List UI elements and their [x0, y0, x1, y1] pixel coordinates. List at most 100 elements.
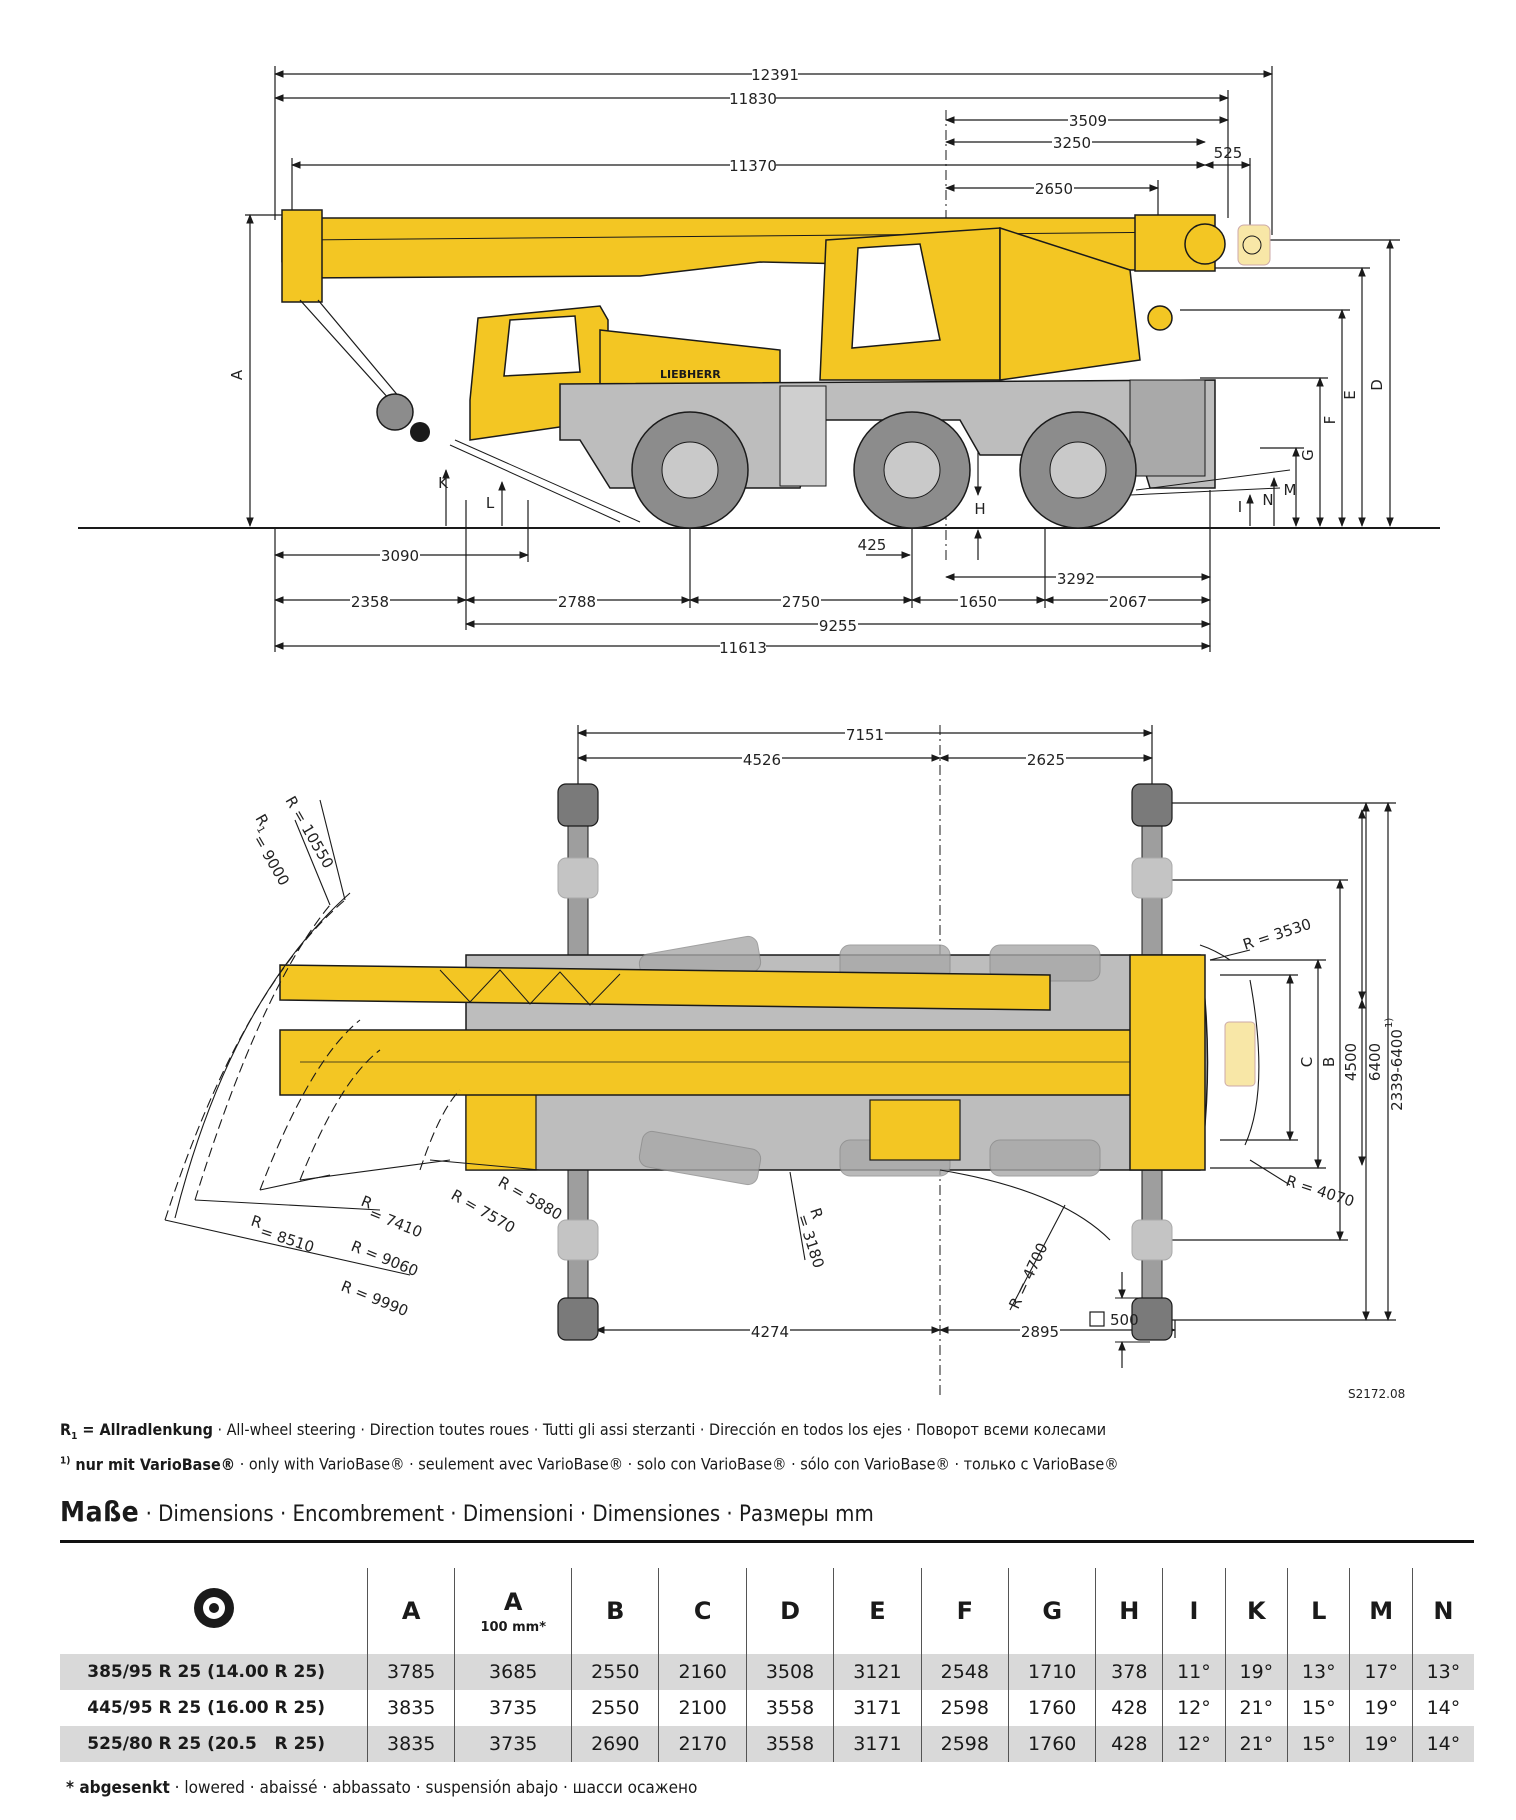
- dim-12391: 12391: [751, 66, 799, 84]
- table-row: 445/95 R 25 (16.00 R 25) 3835 3735 2550 …: [60, 1690, 1474, 1726]
- letter-F: F: [1321, 416, 1339, 425]
- col-C: C: [658, 1568, 747, 1654]
- footnote: * abgesenkt · lowered · abaissé · abbass…: [66, 1778, 697, 1798]
- dim-4526: 4526: [743, 751, 781, 769]
- cell: 3558: [745, 1726, 834, 1762]
- crane-side-body: LIEBHERR: [281, 209, 1291, 529]
- cell: 11°: [1162, 1654, 1226, 1690]
- cell: 3508: [745, 1654, 834, 1690]
- dim-9255: 9255: [819, 617, 857, 635]
- dim-2750: 2750: [782, 593, 820, 611]
- cell: 428: [1095, 1690, 1163, 1726]
- height-dimension-lines: [245, 214, 1400, 560]
- dim-525: 525: [1214, 144, 1243, 162]
- section-title-main: Maße: [60, 1495, 140, 1528]
- cell: 21°: [1224, 1690, 1288, 1726]
- checkbox-square-icon: [1089, 1311, 1105, 1327]
- tire-icon: [193, 1588, 234, 1628]
- cell: 14°: [1411, 1726, 1474, 1762]
- col-B: B: [571, 1568, 659, 1654]
- letter-N: N: [1262, 491, 1273, 509]
- radius-sub-1: 1: [254, 825, 267, 836]
- dim-4500: 4500: [1342, 1043, 1360, 1081]
- cell: 14°: [1411, 1690, 1474, 1726]
- dim-3250: 3250: [1053, 134, 1091, 152]
- letter-I: I: [1238, 498, 1242, 516]
- col-G: G: [1007, 1568, 1096, 1654]
- cell: 3171: [833, 1726, 922, 1762]
- dim-11370: 11370: [729, 157, 777, 175]
- radius-9000: = 9000: [250, 832, 293, 889]
- dim-2650: 2650: [1035, 180, 1073, 198]
- section-rule: [60, 1540, 1474, 1543]
- radius-3530: R = 3530: [1241, 915, 1314, 954]
- cell: 1710: [1007, 1654, 1096, 1690]
- cell: 13°: [1411, 1654, 1474, 1690]
- table-row: 525/80 R 25 (20.5 R 25) 3835 3735 2690 2…: [60, 1726, 1474, 1762]
- cell: 12°: [1162, 1690, 1226, 1726]
- dim-11613: 11613: [719, 639, 767, 657]
- cell: 19°: [1224, 1654, 1288, 1690]
- cell: 3835: [366, 1690, 455, 1726]
- side-top-dim-labels: 12391 11830 3509 3250 525 11370 2650: [729, 64, 1242, 198]
- radius-9060: R = 9060: [349, 1237, 421, 1280]
- cell: 21°: [1224, 1726, 1288, 1762]
- top-view-dim-labels: 7151 4526 2625 4274 2895 C B 4500 6400 2…: [742, 724, 1406, 1341]
- dim-1650: 1650: [959, 593, 997, 611]
- col-K: K: [1224, 1568, 1288, 1654]
- footnote-marker-1: 1): [1384, 1018, 1395, 1028]
- cell: 2548: [920, 1654, 1009, 1690]
- radius-4070: R = 4070: [1284, 1172, 1357, 1211]
- radius-arcs-solid: [164, 799, 1291, 1311]
- dim-2358: 2358: [351, 593, 389, 611]
- dim-3509: 3509: [1069, 112, 1107, 130]
- scale-500-marker: 500: [1089, 1272, 1150, 1368]
- letter-G: G: [1299, 449, 1317, 461]
- col-N: N: [1411, 1568, 1474, 1654]
- radius-3180: = 3180: [793, 1212, 827, 1270]
- side-view: 12391 11830 3509 3250 525 11370 2650: [78, 64, 1440, 657]
- letter-M: M: [1284, 481, 1297, 499]
- col-L: L: [1287, 1568, 1350, 1654]
- cell: 378: [1095, 1654, 1163, 1690]
- dim-2339-6400: 2339-6400: [1388, 1029, 1406, 1111]
- radius-9990: R = 9990: [339, 1277, 411, 1320]
- col-M: M: [1349, 1568, 1413, 1654]
- cell: 2598: [920, 1726, 1009, 1762]
- cell: 2550: [571, 1690, 659, 1726]
- cell: 15°: [1287, 1690, 1350, 1726]
- cell: 12°: [1162, 1726, 1226, 1762]
- cell: 19°: [1349, 1690, 1413, 1726]
- legend-notes: R1 = Allradlenkung · All-wheel steering …: [60, 1418, 1119, 1477]
- letter-K: K: [438, 474, 449, 492]
- footnote-bold: * abgesenkt: [66, 1778, 170, 1798]
- tire-size: 525/80 R 25 (20.5 R 25): [60, 1726, 368, 1762]
- dim-2788: 2788: [558, 593, 596, 611]
- footnote-rest: · lowered · abaissé · abbassato · suspen…: [169, 1778, 698, 1798]
- dim-425: 425: [858, 536, 887, 554]
- letter-L: L: [486, 494, 495, 512]
- cell: 1760: [1007, 1690, 1096, 1726]
- radius-10550: R = 10550: [282, 793, 338, 871]
- cell: 3785: [366, 1654, 455, 1690]
- note-line-2: 1) nur mit VarioBase® · only with VarioB…: [60, 1454, 1119, 1474]
- cell: 2550: [571, 1654, 659, 1690]
- cell: 2690: [571, 1726, 659, 1762]
- cell: 15°: [1287, 1726, 1350, 1762]
- technical-drawing: 12391 11830 3509 3250 525 11370 2650: [78, 64, 1440, 1401]
- cell: 2598: [920, 1690, 1009, 1726]
- col-A: A: [366, 1568, 455, 1654]
- radius-7410: = 7410: [367, 1204, 425, 1241]
- col-D: D: [745, 1568, 834, 1654]
- dim-11830: 11830: [729, 90, 777, 108]
- dim-3292: 3292: [1057, 570, 1095, 588]
- brand-logo: LIEBHERR: [660, 368, 721, 381]
- radius-4700: R = 4700: [1005, 1240, 1051, 1312]
- cell: 3558: [745, 1690, 834, 1726]
- dim-2625: 2625: [1027, 751, 1065, 769]
- dim-4274: 4274: [751, 1323, 789, 1341]
- cell: 3835: [366, 1726, 455, 1762]
